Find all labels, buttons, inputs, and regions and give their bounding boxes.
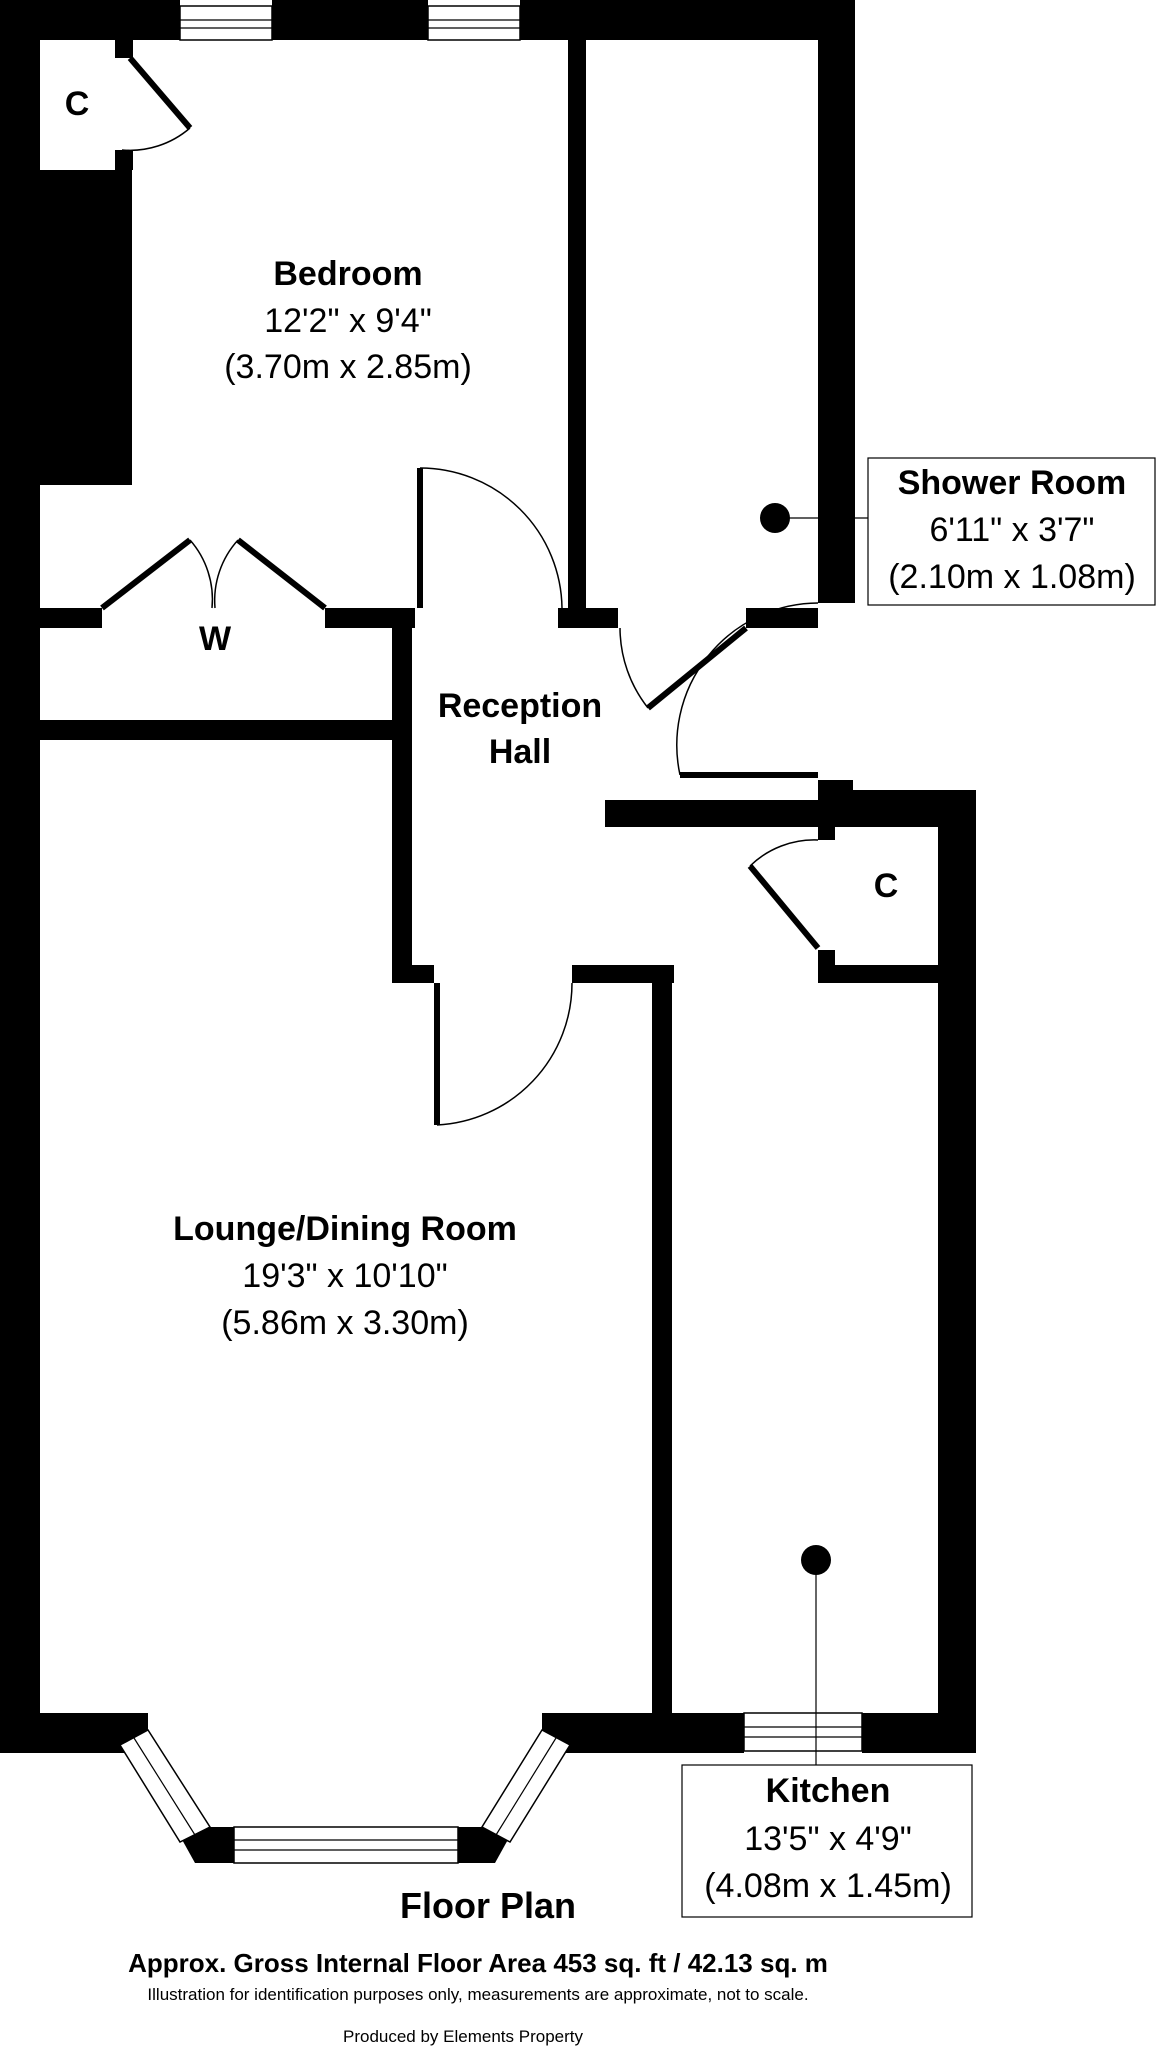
- reception-hall-name-line2: Hall: [489, 733, 551, 771]
- label-leaders: [760, 503, 868, 1765]
- reception-hall-name-line1: Reception: [438, 687, 602, 725]
- producer-text: Produced by Elements Property: [343, 2027, 584, 2046]
- walls: [0, 0, 976, 1863]
- windows: [118, 5, 863, 1864]
- lounge-dims-imperial: 19'3" x 10'10": [242, 1257, 447, 1295]
- shower-room-dims-metric: (2.10m x 1.08m): [888, 558, 1136, 596]
- doors: [100, 56, 821, 1126]
- kitchen-label-box: [681, 1764, 973, 1918]
- shower-label-box: [867, 457, 1156, 606]
- bedroom-name: Bedroom: [273, 255, 422, 293]
- bedroom-dims-imperial: 12'2" x 9'4": [264, 302, 432, 340]
- bedroom-dims-metric: (3.70m x 2.85m): [224, 348, 472, 386]
- kitchen-dims-metric: (4.08m x 1.45m): [704, 1867, 952, 1905]
- kitchen-name: Kitchen: [766, 1772, 891, 1810]
- closet-bedroom-label: C: [65, 85, 90, 123]
- wardrobe-label: W: [199, 620, 232, 658]
- kitchen-dims-imperial: 13'5" x 4'9": [744, 1820, 912, 1858]
- shower-room-dims-imperial: 6'11" x 3'7": [929, 511, 1094, 549]
- shower-room-name: Shower Room: [898, 464, 1127, 502]
- lounge-name: Lounge/Dining Room: [173, 1210, 517, 1248]
- floor-plan-title: Floor Plan: [400, 1885, 576, 1926]
- gross-area-text: Approx. Gross Internal Floor Area 453 sq…: [128, 1948, 828, 1978]
- disclaimer-text: Illustration for identification purposes…: [147, 1985, 808, 2004]
- lounge-dims-metric: (5.86m x 3.30m): [221, 1304, 469, 1342]
- closet-hall-label: C: [874, 867, 899, 905]
